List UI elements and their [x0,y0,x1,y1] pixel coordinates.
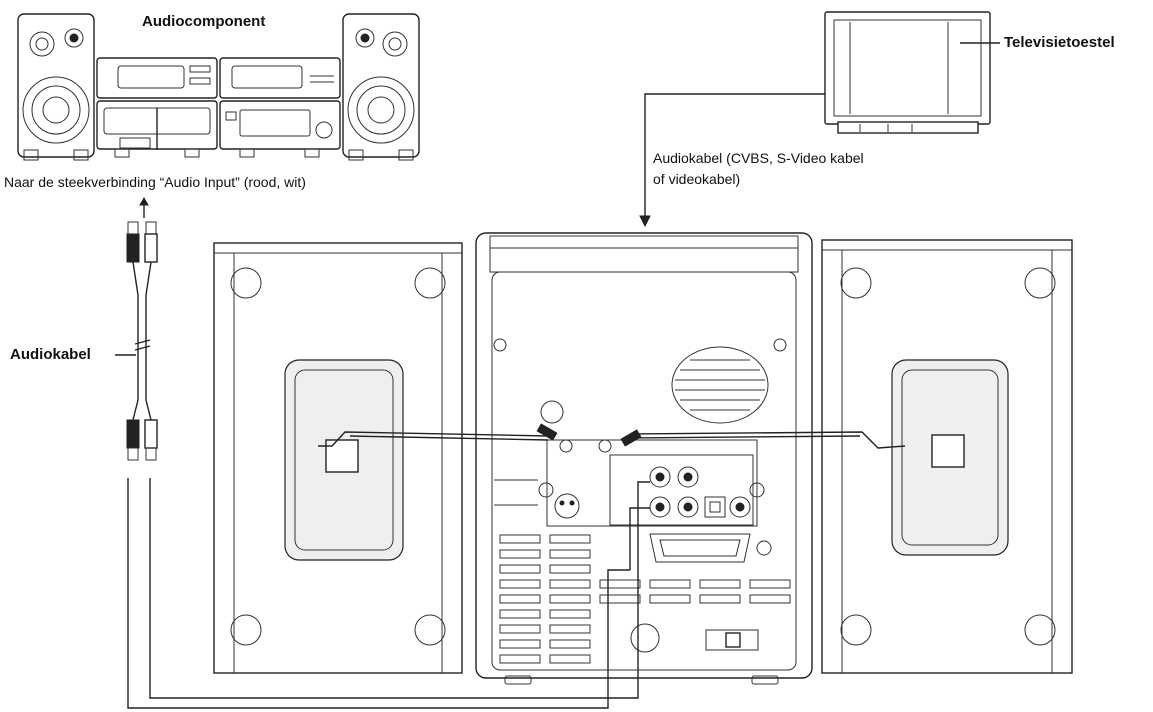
right-speaker-rear [821,239,1073,674]
tv-cable [644,93,825,222]
tv-cable-label-line2: of videokabel) [653,171,741,187]
tv-cable-label-line1: Audiokabel (CVBS, S-Video kabel [653,150,864,166]
audio-cable-route-1 [127,478,630,709]
television-illustration [824,11,1000,134]
televisietoestel-label: Televisietoestel [1004,34,1115,51]
audio-cable-route-2 [149,478,650,699]
left-speaker-rear [213,242,463,674]
main-unit-rear [475,232,813,685]
speaker-wire-left [318,431,549,447]
audiocomponent-label: Audiocomponent [142,13,266,30]
audiokabel-label: Audiokabel [10,346,91,363]
tv-cable-label: Audiokabel (CVBS, S-Video kabel of video… [653,148,864,190]
speaker-wire-right [631,431,906,449]
audio-component-illustration [17,13,420,161]
audio-input-label: Naar de steekverbinding “Audio Input” (r… [4,174,306,190]
rca-audio-cable [115,196,158,461]
